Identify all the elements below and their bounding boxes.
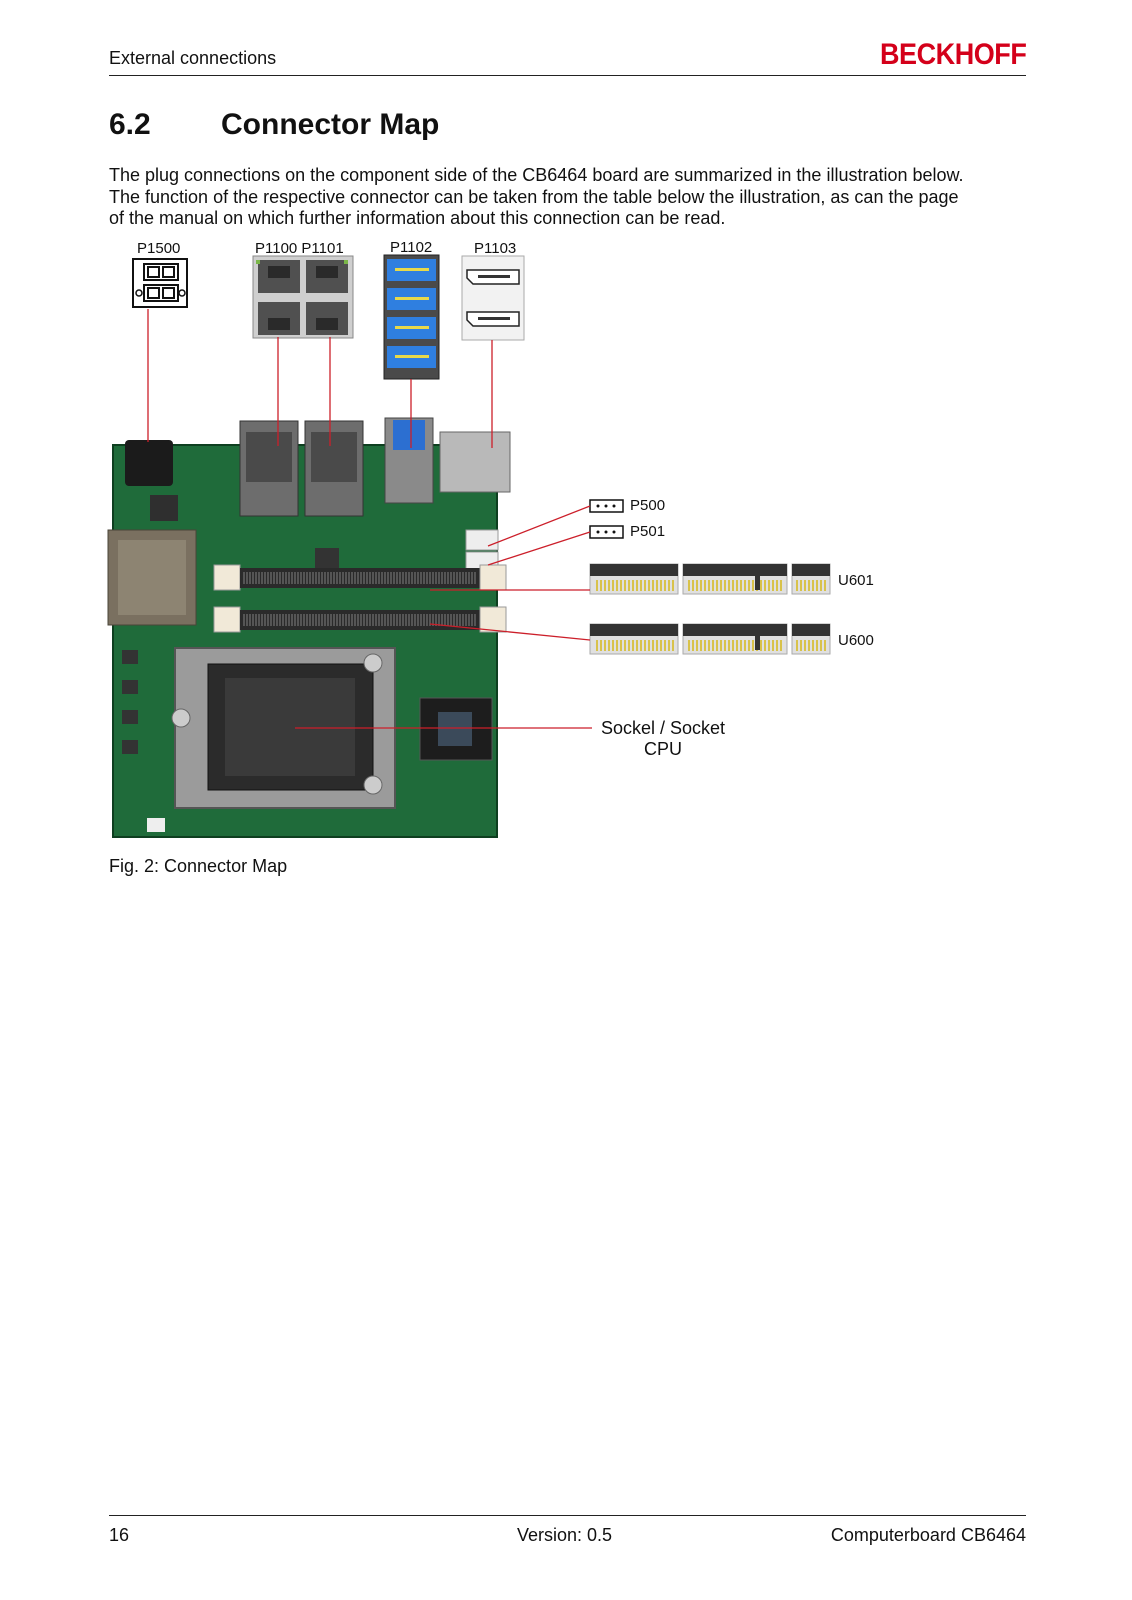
label-u600: U600: [838, 632, 874, 649]
label-p1103: P1103: [474, 240, 517, 257]
section-number: 6.2: [109, 108, 151, 141]
page-number: 16: [109, 1525, 130, 1545]
leader-line-p501: [487, 531, 591, 566]
label-socket-line2: CPU: [643, 739, 682, 759]
label-p1102: P1102: [390, 239, 433, 256]
connector-map-figure: [107, 254, 831, 838]
fan-connectors-icon: [589, 499, 624, 539]
header-rule: [109, 75, 1026, 76]
product-name: Computerboard CB6464: [830, 1525, 1026, 1545]
version-label: Version: 0.5: [517, 1525, 613, 1545]
p1500-icon: [132, 258, 188, 308]
footer-rule: [109, 1515, 1026, 1516]
leader-line-p500: [487, 505, 591, 547]
intro-line: of the manual on which further informati…: [109, 208, 726, 228]
header-section-name: External connections: [109, 48, 277, 68]
beckhoff-logo: BECKHOFF: [880, 38, 1027, 71]
sodimm-u601-icon: [589, 563, 831, 595]
usb-connectors-icon: [383, 254, 440, 380]
intro-paragraph: The plug connections on the component si…: [109, 165, 1029, 230]
section-title: Connector Map: [221, 108, 440, 141]
displayport-connectors-icon: [461, 255, 525, 341]
intro-line: The plug connections on the component si…: [109, 165, 964, 185]
label-socket: Sockel / Socket CPU: [593, 718, 733, 760]
leader-line-u600: [429, 623, 591, 641]
label-p1500: P1500: [137, 240, 181, 257]
leader-lines: [147, 309, 592, 729]
label-p500: P500: [630, 497, 666, 514]
sodimm-u600-icon: [589, 623, 831, 655]
intro-line: The function of the respective connector…: [109, 186, 959, 207]
label-p501: P501: [630, 523, 666, 540]
label-u601: U601: [838, 572, 874, 589]
label-socket-line1: Sockel / Socket: [600, 718, 726, 738]
computer-board: [107, 417, 511, 838]
lan-connectors-icon: [252, 255, 354, 339]
label-p1100-p1101: P1100 P1101: [255, 240, 344, 257]
figure-caption: Fig. 2: Connector Map: [109, 856, 288, 876]
